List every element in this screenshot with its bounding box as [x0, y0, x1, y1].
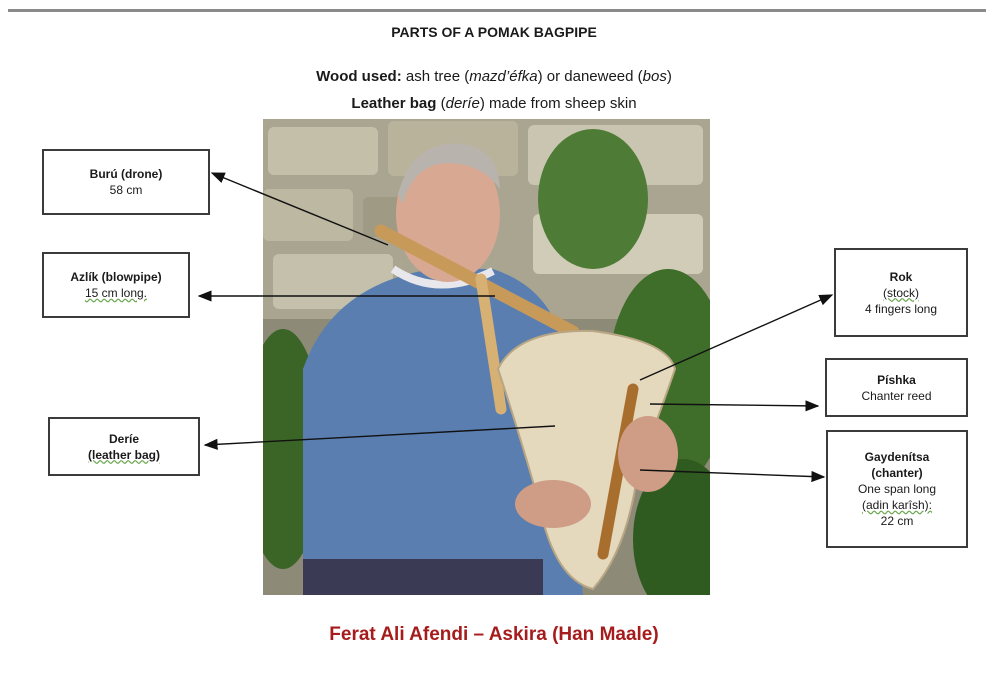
label-derie-leather-bag: Deríe (leather bag): [48, 417, 200, 476]
label-gaydenitsa-chanter: Gaydenítsa (chanter) One span long (adin…: [826, 430, 968, 548]
label-azlik-blowpipe: Azlík (blowpipe) 15 cm long.: [42, 252, 190, 318]
label-rok-stock: Rok (stock) 4 fingers long: [834, 248, 968, 337]
label-pishka-chanter-reed: Píshka Chanter reed: [825, 358, 968, 417]
photo-caption: Ferat Ali Afendi – Askira (Han Maale): [0, 624, 988, 646]
label-buru-drone: Burú (drone) 58 cm: [42, 149, 210, 215]
